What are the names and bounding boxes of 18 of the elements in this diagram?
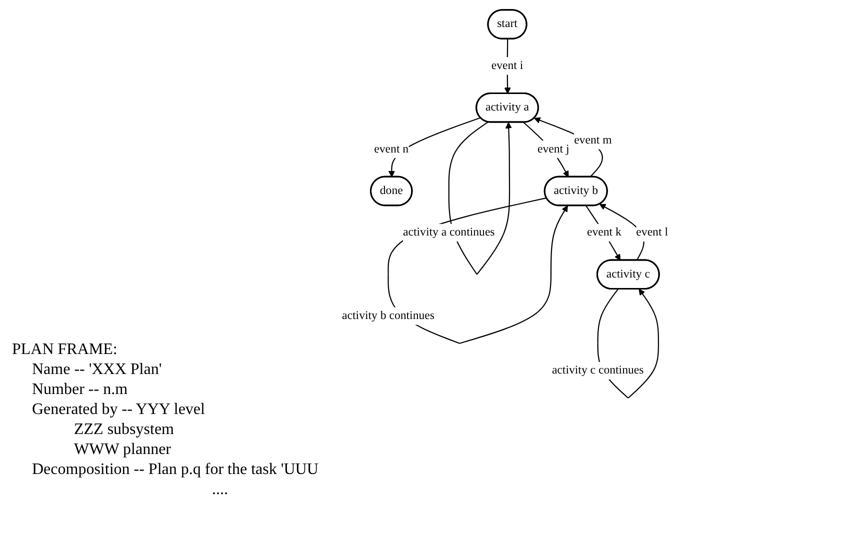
- frame-line: Generated by -- YYY level: [31, 400, 205, 420]
- edge-label: event m: [574, 134, 612, 146]
- edge-label: activity b continues: [342, 309, 434, 322]
- edge-label: activity a continues: [403, 226, 495, 239]
- frame-line: Decomposition -- Plan p.q for the task 'UUU: [31, 460, 318, 480]
- edge-label: event l: [636, 226, 668, 239]
- frame-line: ZZZ subsystem: [73, 420, 174, 440]
- arrow: [534, 117, 603, 178]
- frame-line: WWW planner: [73, 440, 171, 460]
- edge-label: event n: [374, 142, 409, 156]
- frame-line: Name -- 'XXX Plan': [31, 360, 162, 380]
- frame-heading: PLAN FRAME:: [12, 340, 118, 360]
- edge-label: event k: [587, 226, 622, 239]
- frame-line: Number -- n.m: [31, 380, 128, 400]
- frame-line: ....: [211, 480, 228, 500]
- edge-label: activity c continues: [552, 364, 644, 377]
- edge-label: event j: [537, 142, 570, 156]
- edge-label: event i: [491, 59, 524, 72]
